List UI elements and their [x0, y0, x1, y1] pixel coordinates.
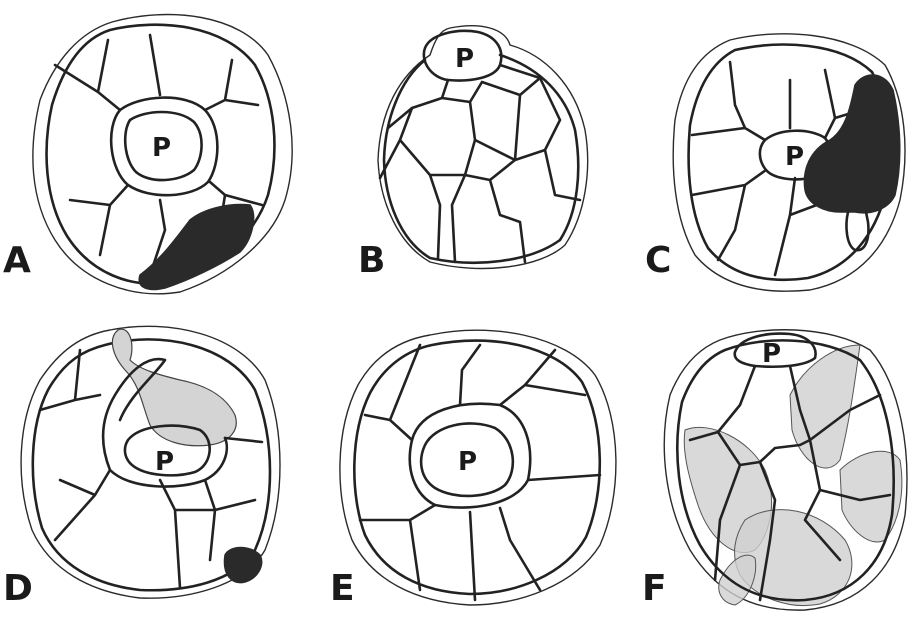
panel-e-letter: E [330, 568, 355, 609]
panel-f-letter: F [642, 568, 667, 609]
panel-d-dark-patch [224, 548, 261, 583]
panel-c-appendix [846, 212, 868, 250]
panel-e-outer-wall [340, 330, 616, 605]
panel-a-dark-patch [139, 205, 253, 290]
panel-d-letter: D [3, 568, 33, 609]
panel-b: P B [358, 26, 588, 281]
panel-b-pore-label: P [455, 44, 474, 74]
panel-f-pore-label: P [762, 339, 781, 369]
panel-f-grey-5 [719, 555, 756, 605]
panel-c-letter: C [645, 240, 671, 281]
panel-a-letter: A [3, 240, 31, 281]
panel-c: P C [645, 34, 905, 291]
panel-b-outer-wall [378, 26, 588, 269]
panel-e-pore-label: P [458, 447, 477, 477]
panel-d-grey-patch [112, 329, 236, 446]
panel-c-dark-patch [804, 75, 899, 213]
panel-d: P D [3, 326, 280, 609]
panel-a-pore-label: P [152, 133, 171, 163]
panel-b-body [384, 55, 578, 263]
panel-c-pore-label: P [785, 142, 804, 172]
panel-e: P E [330, 330, 616, 609]
panel-a: P A [3, 15, 292, 294]
panel-f: P F [642, 330, 907, 610]
panel-d-pore-label: P [155, 447, 174, 477]
panel-b-plates [380, 65, 580, 262]
panel-b-letter: B [358, 240, 385, 281]
